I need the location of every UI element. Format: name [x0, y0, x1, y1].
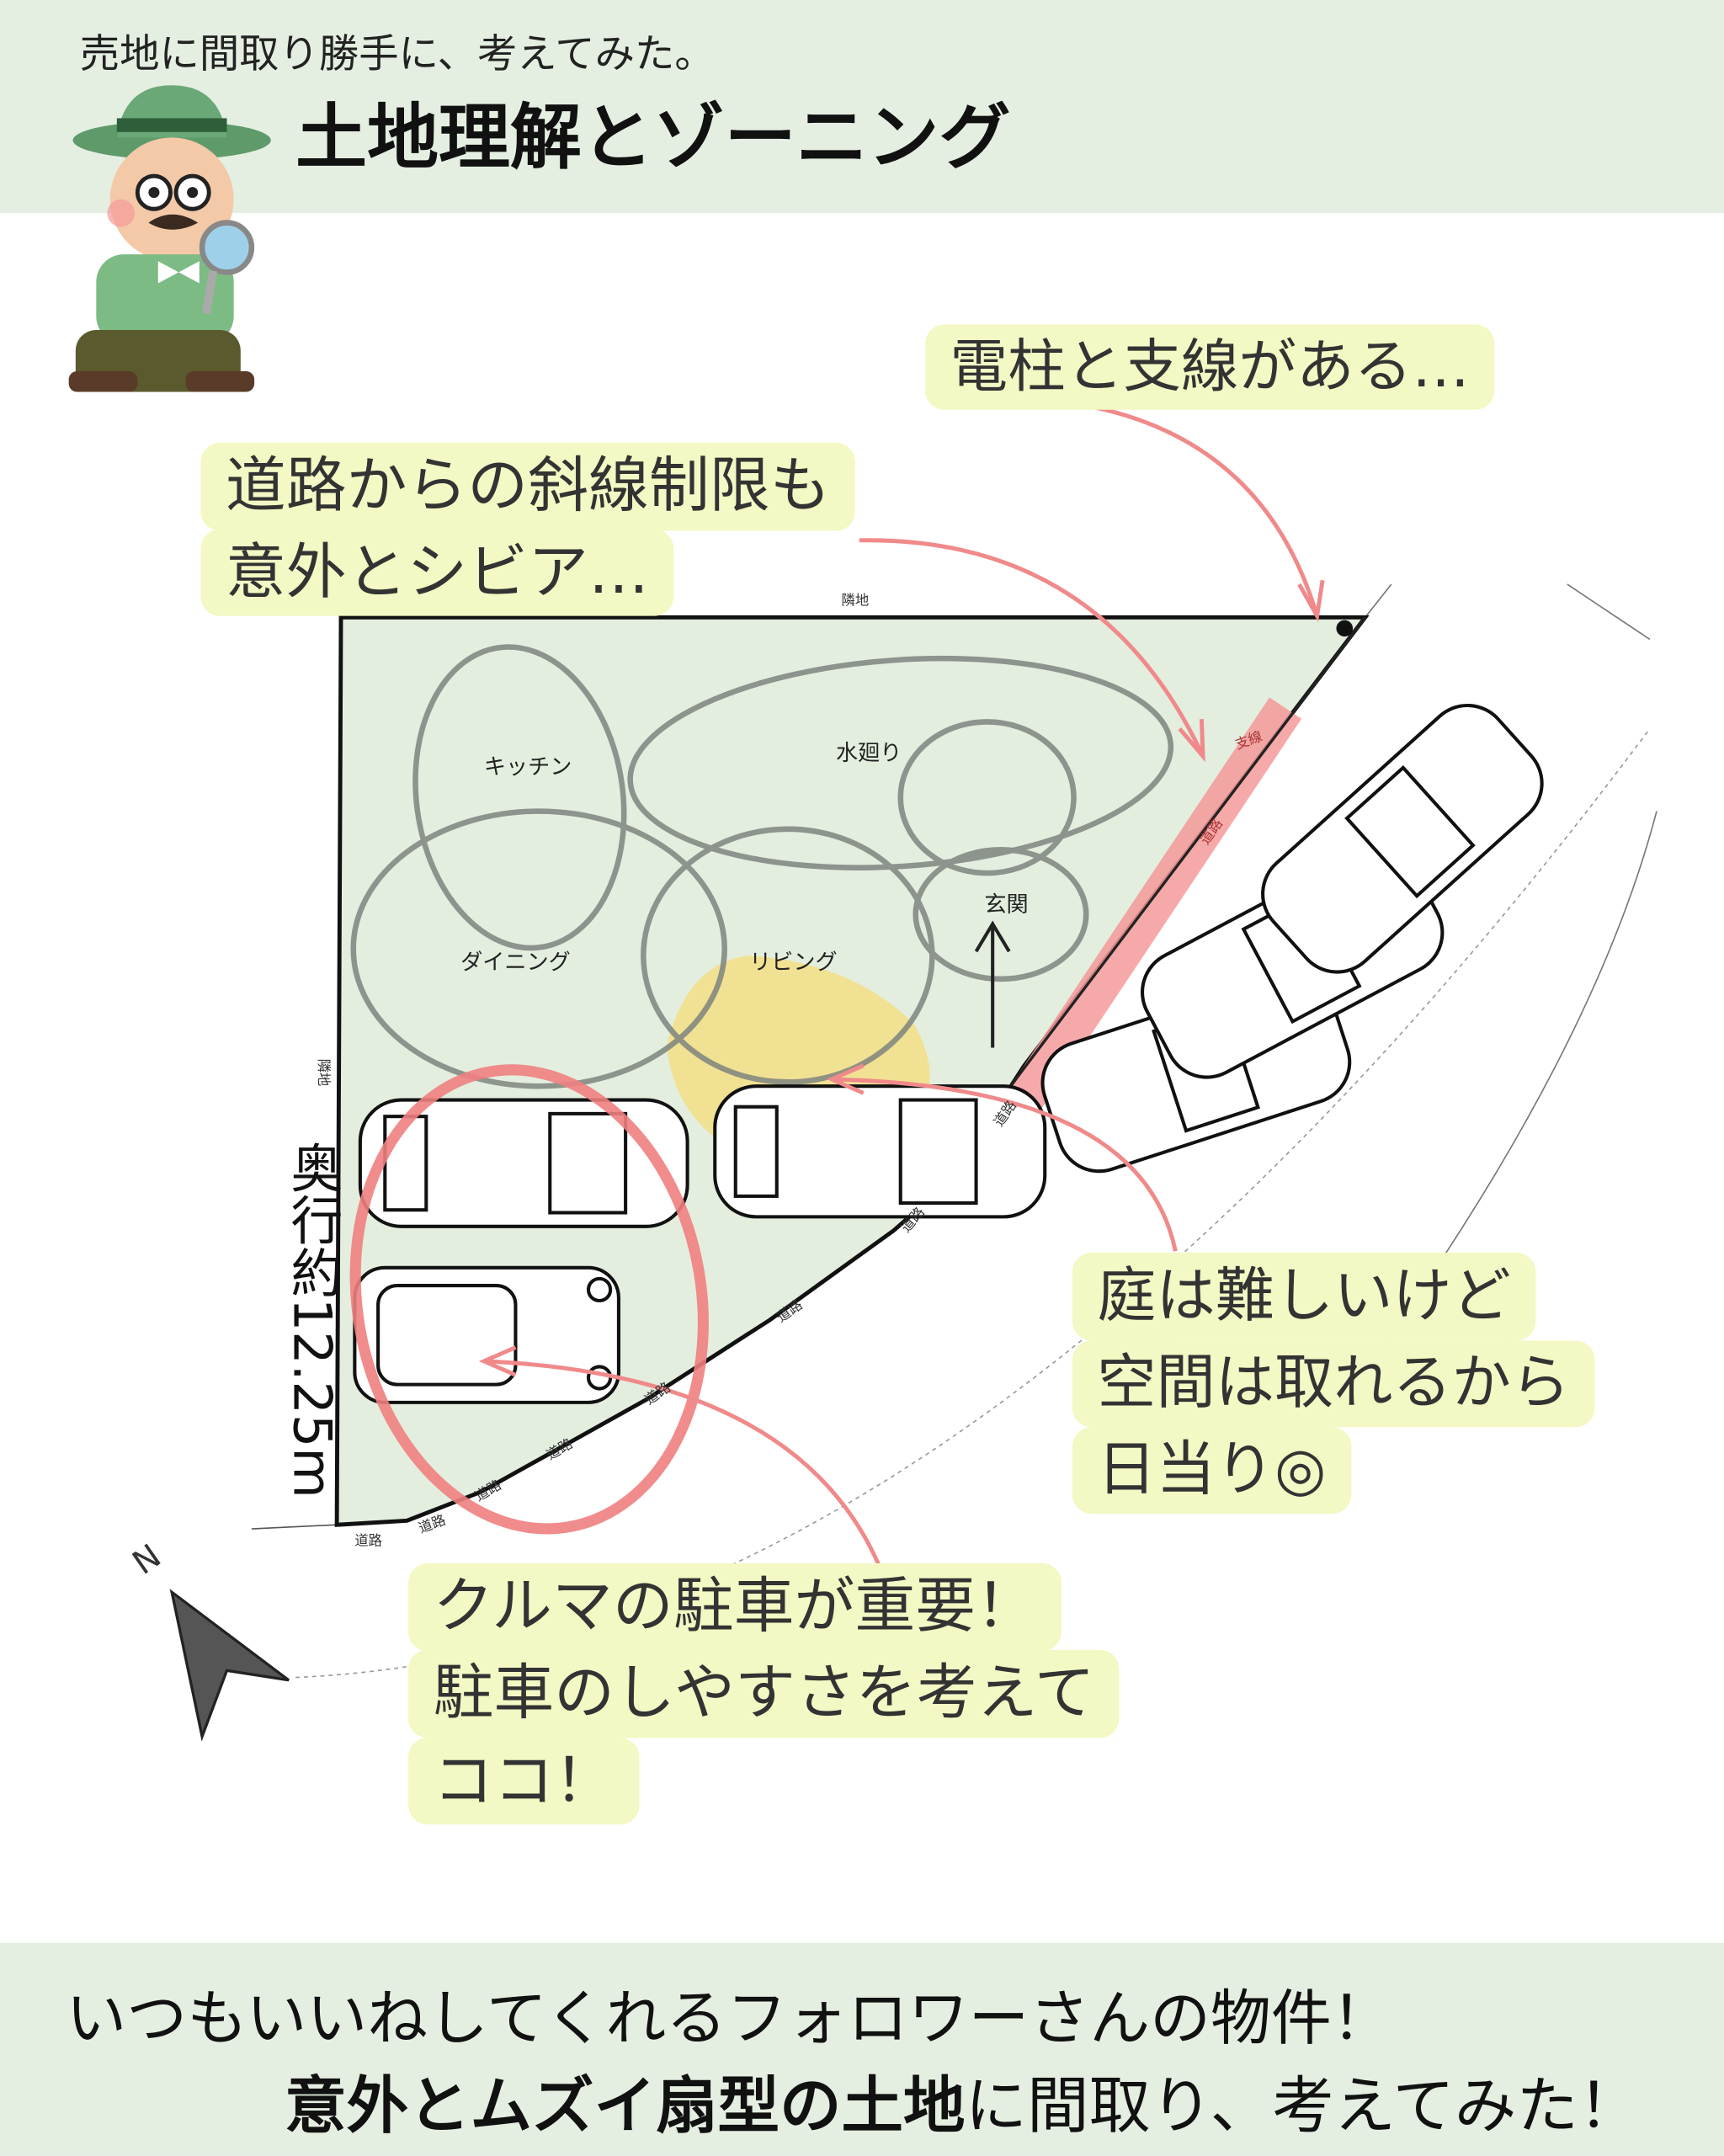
callout-garden-line2: 空間は取れるから — [1072, 1340, 1595, 1428]
arrow-to-setback — [859, 538, 1205, 758]
water-zone — [627, 655, 1174, 870]
parking-highlight-circle — [349, 1064, 709, 1535]
subtitle: 売地に間取り勝手に、考えてみた。 — [79, 29, 715, 77]
neighbor-label-top: 隣地 — [842, 593, 870, 609]
depth-dimension-label: 奥行約12.25m — [281, 1141, 343, 1499]
page-title: 土地理解とゾーニング — [295, 97, 1011, 180]
footer-line2-bold: 意外とムズイ扇型の土地 — [285, 2068, 966, 2143]
footer-line2: 意外とムズイ扇型の土地に間取り、考えてみた！ — [285, 2056, 1640, 2145]
room-label-dining: ダイニング — [460, 950, 571, 975]
room-label-living: リビング — [749, 950, 837, 975]
callout-setback-line1: 道路からの斜線制限も — [200, 442, 855, 531]
room-label-water: 水廻り — [836, 741, 902, 766]
detective-character-illustration — [68, 85, 271, 392]
utility-pole-marker — [1336, 620, 1354, 637]
north-arrow-icon — [169, 1589, 290, 1742]
arrow-to-pole — [1085, 403, 1319, 617]
car-icon — [358, 1098, 689, 1228]
water-sub-zone — [897, 719, 1077, 876]
kitchen-zone — [412, 644, 627, 951]
callout-setback-line2: 意外とシビア… — [200, 529, 674, 616]
dining-zone — [350, 808, 727, 1089]
footer-line1: いつもいいねしてくれるフォロワーさんの物件！ — [66, 1983, 1392, 2055]
entrance-arrow-icon — [974, 920, 1011, 1048]
callout-pole: 電柱と支線がある… — [925, 324, 1495, 410]
car-icon — [353, 1265, 620, 1404]
arrow-to-parking — [483, 1359, 882, 1568]
footer-band — [0, 1942, 1724, 2156]
header-band — [0, 0, 1724, 214]
car-icon — [713, 1084, 1047, 1219]
footer-line2-rest: に間取り、考えてみた！ — [965, 2068, 1641, 2143]
callout-garden-line1: 庭は難しいけど — [1072, 1252, 1536, 1341]
pointer-arrows — [478, 403, 1325, 1568]
callout-parking-line1: クルマの駐車が重要！ — [408, 1562, 1062, 1652]
road-edge-line — [295, 728, 1651, 1679]
car-icon — [1261, 703, 1544, 974]
room-label-entrance: 玄関 — [984, 892, 1028, 918]
zoning-bubbles — [350, 644, 1174, 1089]
entrance-zone — [913, 847, 1089, 982]
north-label: N — [126, 1537, 168, 1583]
neighbor-label-left: 隣地 — [316, 1059, 332, 1087]
room-label-kitchen: キッチン — [484, 754, 572, 780]
callout-garden-line3: 日当り◎ — [1072, 1427, 1351, 1515]
callout-parking-line3: ココ！ — [408, 1738, 640, 1825]
road-label: 道路 — [354, 1533, 382, 1549]
arrow-to-garden — [832, 1077, 1178, 1252]
callout-parking-line2: 駐車のしやすさを考えて — [408, 1649, 1120, 1738]
